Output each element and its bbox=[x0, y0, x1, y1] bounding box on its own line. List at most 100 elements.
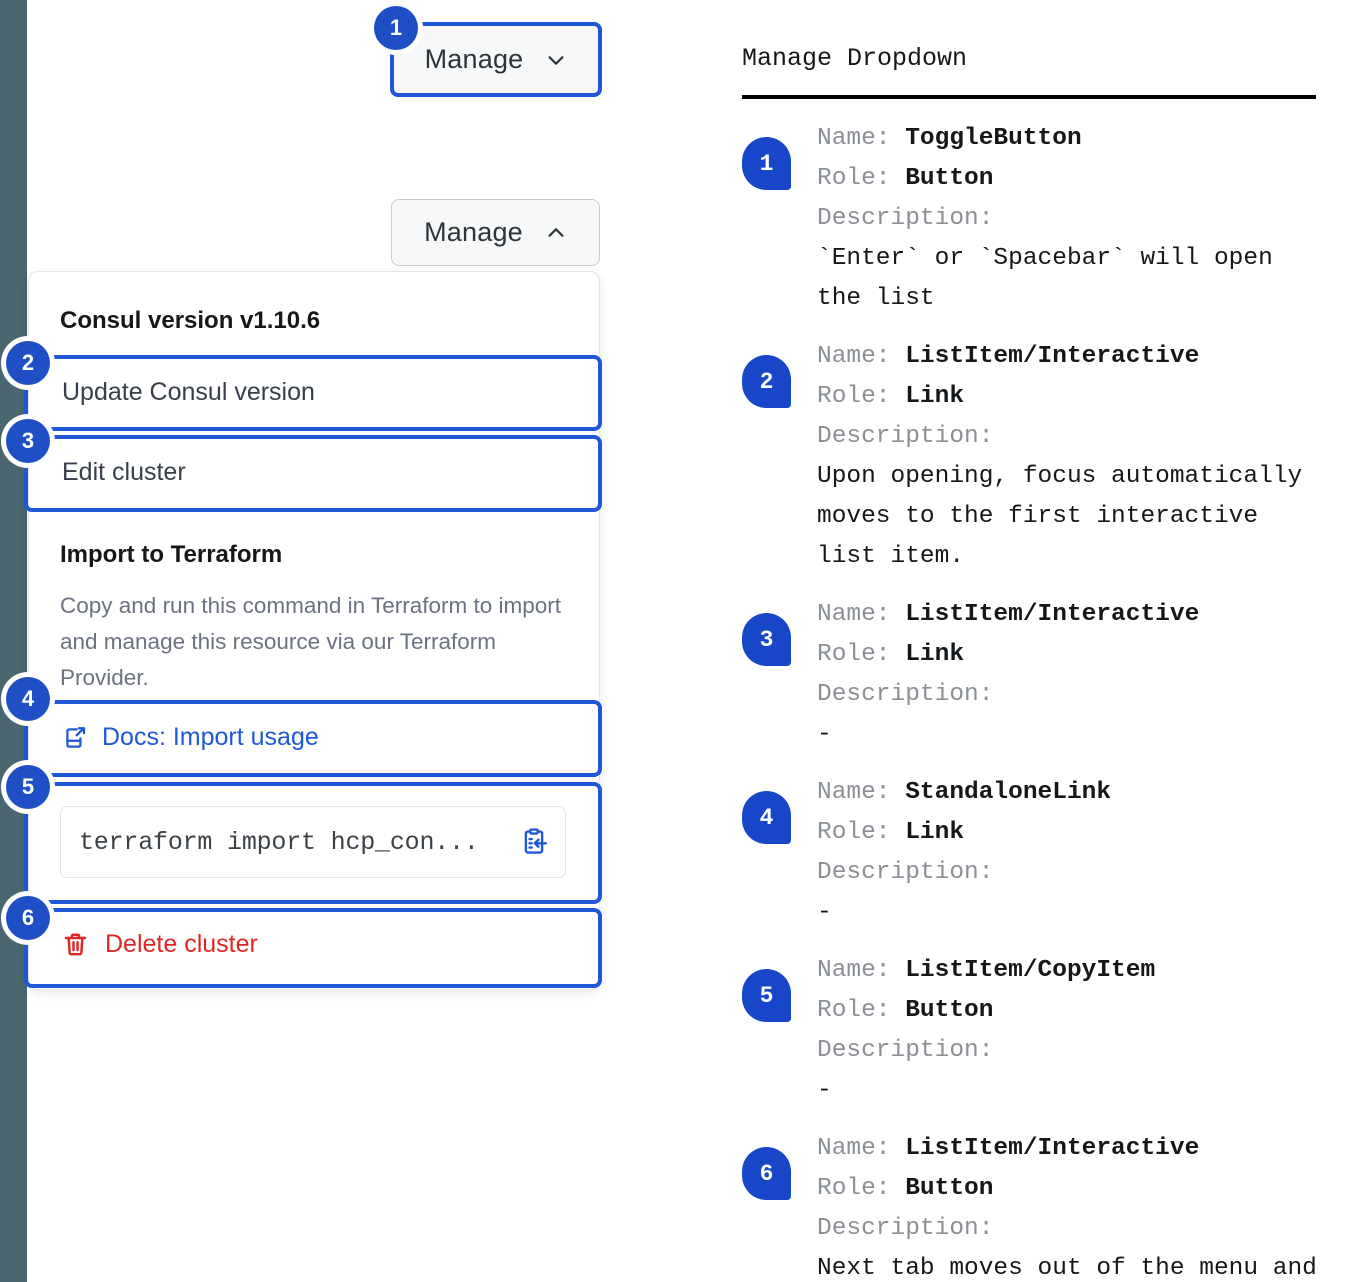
legend-description-value: - bbox=[817, 721, 832, 748]
legend-name-value: StandaloneLink bbox=[905, 779, 1112, 806]
left-edge-stripe bbox=[0, 0, 27, 1282]
legend-role: Role: Link bbox=[817, 813, 1342, 853]
legend-name-label: Name: bbox=[817, 1135, 906, 1162]
legend-description-label: Description: bbox=[817, 205, 994, 232]
chevron-down-icon bbox=[545, 49, 567, 71]
highlight-box-6[interactable] bbox=[24, 908, 602, 988]
annotation-badge-3: 3 bbox=[6, 419, 50, 463]
legend-role-value: Link bbox=[905, 819, 965, 846]
annotation-badge-1: 1 bbox=[374, 6, 418, 50]
legend-name: Name: ListItem/Interactive bbox=[817, 595, 1342, 635]
highlight-box-3[interactable] bbox=[24, 435, 602, 512]
legend-role-label: Role: bbox=[817, 819, 906, 846]
legend-role-label: Role: bbox=[817, 1175, 906, 1202]
docs-import-usage-label: Docs: Import usage bbox=[102, 723, 319, 751]
legend-description-value: Next tab moves out of the menu and to th… bbox=[817, 1255, 1317, 1282]
legend-badge-5: 5 bbox=[742, 969, 791, 1022]
legend-badge-3: 3 bbox=[742, 613, 791, 666]
legend-badge-2: 2 bbox=[742, 355, 791, 408]
legend-description-value: `Enter` or `Spacebar` will open the list bbox=[817, 245, 1273, 312]
legend-description-value: Upon opening, focus automatically moves … bbox=[817, 463, 1303, 570]
legend-role-label: Role: bbox=[817, 641, 906, 668]
legend-role-value: Button bbox=[905, 165, 994, 192]
legend-name-value: ToggleButton bbox=[905, 125, 1082, 152]
trash-icon bbox=[62, 931, 89, 958]
legend-role: Role: Button bbox=[817, 991, 1342, 1031]
import-to-terraform-description: Copy and run this command in Terraform t… bbox=[60, 593, 562, 690]
legend-role: Role: Button bbox=[817, 1169, 1342, 1209]
highlight-box-4[interactable] bbox=[24, 700, 602, 777]
docs-external-link-icon bbox=[62, 725, 88, 751]
terraform-command-text: terraform import hcp_con... bbox=[79, 827, 479, 857]
manage-toggle-label-open: Manage bbox=[424, 217, 523, 247]
legend-role: Role: Button bbox=[817, 159, 1342, 199]
legend-badge-6: 6 bbox=[742, 1147, 791, 1200]
legend-role-value: Link bbox=[905, 383, 965, 410]
legend-name-label: Name: bbox=[817, 125, 906, 152]
legend-description-label: Description: bbox=[817, 1215, 994, 1242]
legend-role-value: Link bbox=[905, 641, 965, 668]
legend-name-value: ListItem/Interactive bbox=[905, 601, 1200, 628]
manage-toggle-button-open[interactable]: Manage bbox=[391, 199, 600, 266]
annotation-badge-5: 5 bbox=[6, 765, 50, 809]
clipboard-copy-icon[interactable] bbox=[519, 827, 549, 857]
terraform-command-field[interactable]: terraform import hcp_con... bbox=[60, 806, 566, 878]
highlight-box-5[interactable] bbox=[24, 782, 602, 904]
legend-badge-1: 1 bbox=[742, 137, 791, 190]
legend-description-label: Description: bbox=[817, 423, 994, 450]
legend-description-label: Description: bbox=[817, 1037, 994, 1064]
left-demo-column: Manage Manage Consul version v1.10.6 Upd… bbox=[0, 0, 680, 1282]
import-to-terraform-title: Import to Terraform bbox=[60, 541, 283, 568]
legend-role-label: Role: bbox=[817, 383, 906, 410]
legend-name: Name: ListItem/CopyItem bbox=[817, 951, 1342, 991]
consul-version-header: Consul version v1.10.6 bbox=[60, 307, 321, 334]
legend-name: Name: ToggleButton bbox=[817, 119, 1342, 159]
legend-name-value: ListItem/Interactive bbox=[905, 1135, 1200, 1162]
legend-divider bbox=[742, 95, 1316, 99]
legend-name-label: Name: bbox=[817, 601, 906, 628]
annotation-badge-2: 2 bbox=[6, 341, 50, 385]
manage-toggle-button-closed[interactable]: Manage bbox=[390, 22, 602, 97]
delete-cluster-label: Delete cluster bbox=[105, 930, 258, 958]
legend-name-label: Name: bbox=[817, 957, 906, 984]
legend-name: Name: ListItem/Interactive bbox=[817, 1129, 1342, 1169]
menu-item-delete-cluster[interactable]: Delete cluster bbox=[62, 930, 258, 959]
legend-name: Name: StandaloneLink bbox=[817, 773, 1342, 813]
menu-item-update-consul-version[interactable]: Update Consul version bbox=[62, 378, 315, 406]
manage-toggle-label-closed: Manage bbox=[424, 44, 524, 74]
annotation-badge-4: 4 bbox=[6, 677, 50, 721]
legend-role-value: Button bbox=[905, 1175, 994, 1202]
legend-description-value: - bbox=[817, 899, 832, 926]
legend-title: Manage Dropdown bbox=[742, 44, 968, 73]
legend-role-value: Button bbox=[905, 997, 994, 1024]
legend-role: Role: Link bbox=[817, 377, 1342, 417]
legend-badge-4: 4 bbox=[742, 791, 791, 844]
menu-item-edit-cluster[interactable]: Edit cluster bbox=[62, 458, 186, 486]
chevron-up-icon bbox=[545, 222, 567, 244]
legend-name: Name: ListItem/Interactive bbox=[817, 337, 1342, 377]
annotation-badge-6: 6 bbox=[6, 896, 50, 940]
legend-name-label: Name: bbox=[817, 779, 906, 806]
highlight-box-2[interactable] bbox=[24, 355, 602, 431]
legend-name-value: ListItem/Interactive bbox=[905, 343, 1200, 370]
legend-description-label: Description: bbox=[817, 859, 994, 886]
legend-description-label: Description: bbox=[817, 681, 994, 708]
legend-name-value: ListItem/CopyItem bbox=[905, 957, 1156, 984]
legend-role-label: Role: bbox=[817, 165, 906, 192]
docs-import-usage-link[interactable]: Docs: Import usage bbox=[62, 723, 319, 752]
